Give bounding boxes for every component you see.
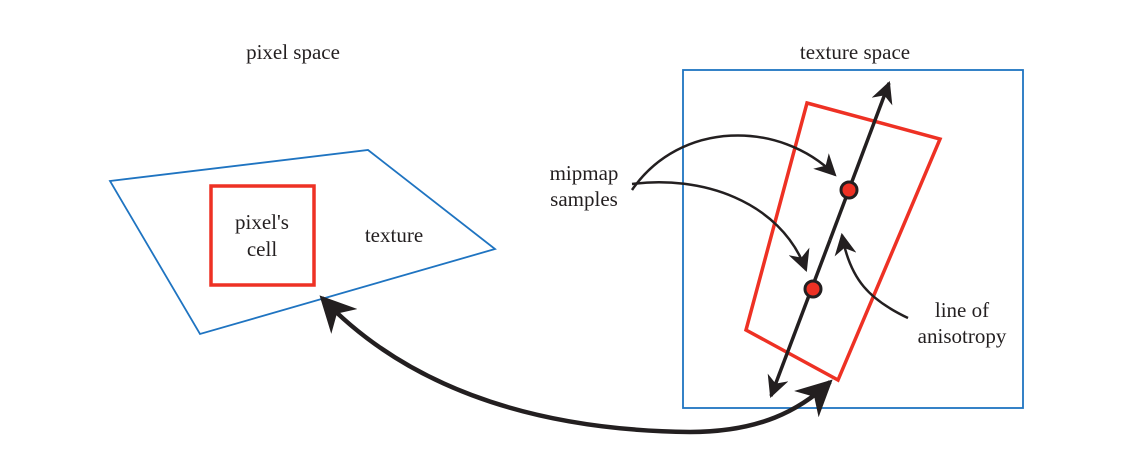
texture-space-title: texture space	[800, 40, 910, 64]
texture-quad	[108, 149, 497, 336]
anisotropy-pointer-arrow	[834, 232, 909, 320]
pixel-footprint	[743, 100, 943, 383]
line-of-anisotropy-label-1: line of	[935, 298, 989, 322]
pixel-cell	[209, 184, 316, 287]
line-of-anisotropy-label-2: anisotropy	[918, 324, 1007, 348]
pixel-space-title: pixel space	[246, 40, 340, 64]
mipmap-label-1: mipmap	[550, 161, 619, 185]
texture-space-box	[682, 69, 1024, 409]
mipmap-sample-2	[803, 279, 823, 299]
mipmap-arrow-2	[631, 180, 810, 273]
pixel-cell-label-1: pixel's	[235, 210, 289, 234]
mipmap-label-2: samples	[550, 187, 618, 211]
mipmap-sample-1	[839, 180, 859, 200]
mapping-arrow	[319, 295, 833, 435]
texture-label: texture	[365, 223, 423, 247]
mipmap-arrow-1	[630, 134, 837, 191]
line-of-anisotropy	[828, 80, 893, 241]
pixel-cell-label-2: cell	[247, 237, 277, 261]
